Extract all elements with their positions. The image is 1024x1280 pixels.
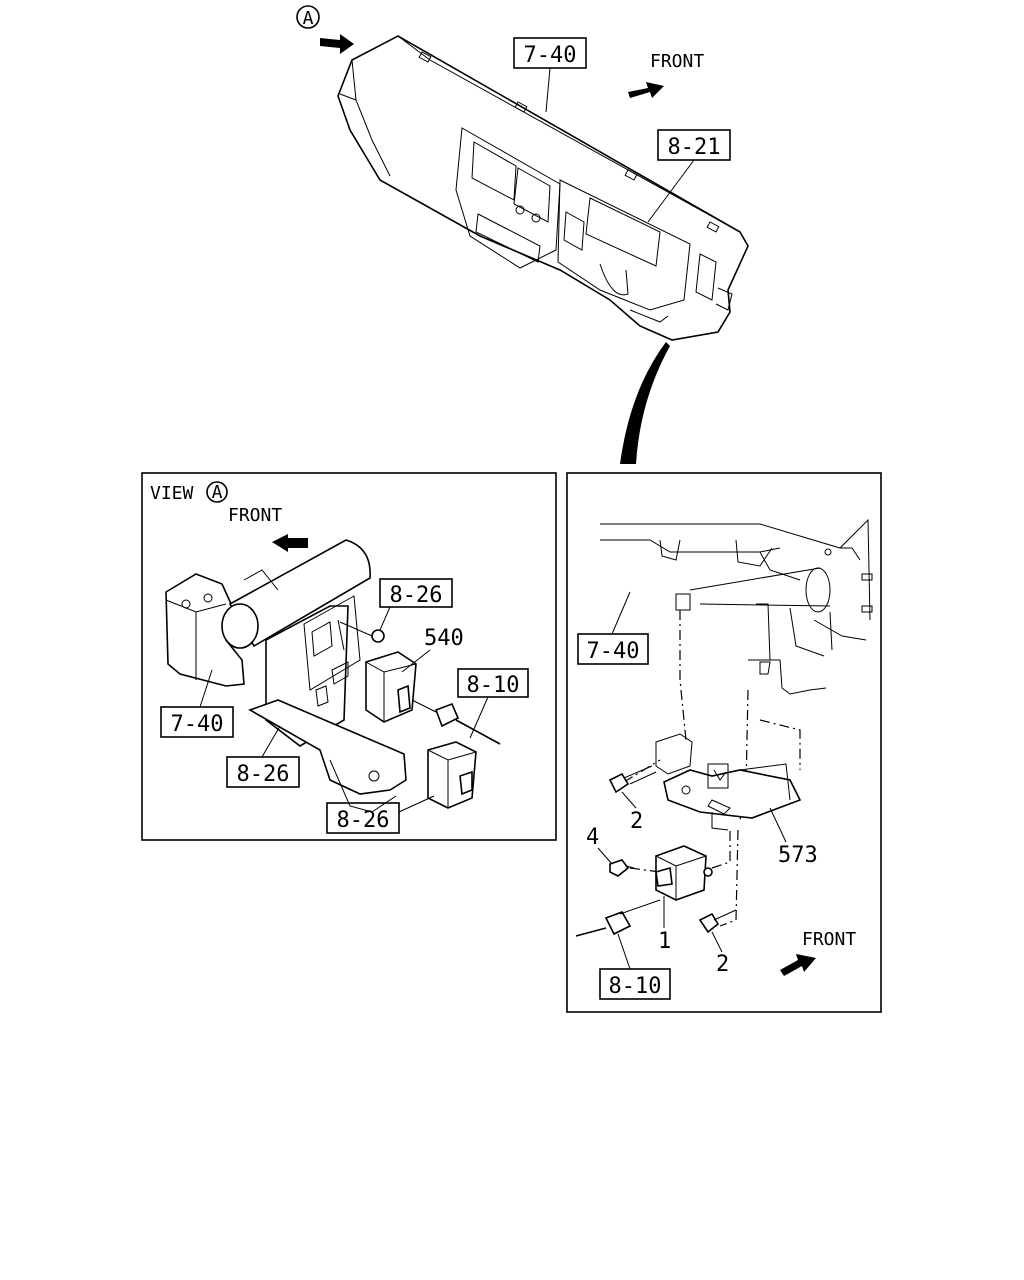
ref-label-8-10-right: 8-10 [609,974,662,999]
bolt-icon [608,765,657,794]
detail-pointer [620,342,670,464]
part-label-1: 1 [658,929,671,954]
ref-box-7-40-left [160,706,234,738]
front-arrow-icon-top [628,82,664,98]
front-label-right: FRONT [802,929,856,950]
ref-box-8-26-a [379,578,453,608]
front-arrow-icon-left [272,534,308,552]
ref-label-8-26-a: 8-26 [390,583,443,608]
detail-frame [566,472,882,1013]
dashboard-assembly: A 7-40 8-21 FRONT [296,5,749,464]
detail-panel: 7-40 2 573 4 1 2 8-10 FRONT [566,472,882,1013]
front-label-top: FRONT [650,51,704,72]
ref-label-7-40-left: 7-40 [171,712,224,737]
part-label-4: 4 [586,825,599,850]
view-a-frame [141,472,557,841]
ref-box-8-26-b [226,756,300,788]
front-arrow-icon-right [780,954,816,976]
bolt-icon-lower [698,909,737,934]
nut-icon [609,859,635,877]
ref-label-7-40-right: 7-40 [587,639,640,664]
ref-box-8-10-right [599,968,671,1000]
front-label-left: FRONT [228,505,282,526]
view-a-arrow-icon [320,34,354,54]
ref-box-7-40-right [577,633,649,665]
view-label: VIEW [150,483,194,504]
ref-box-8-10-left [457,668,529,698]
part-label-573: 573 [778,843,818,868]
view-a-circle [296,5,320,29]
ref-label-8-10-left: 8-10 [467,673,520,698]
ref-box-8-26-c [326,802,400,834]
view-a-panel: VIEW A FRONT [141,472,557,841]
view-marker-left: A [212,482,223,503]
part-label-2-lower: 2 [716,952,729,977]
ref-label-8-21: 8-21 [668,135,721,160]
ref-label-8-26-c: 8-26 [337,808,390,833]
part-label-540: 540 [424,626,464,651]
part-label-2-upper: 2 [630,809,643,834]
ref-label-8-26-b: 8-26 [237,762,290,787]
view-a-marker: A [303,8,314,29]
ref-label-7-40-top: 7-40 [524,43,577,68]
